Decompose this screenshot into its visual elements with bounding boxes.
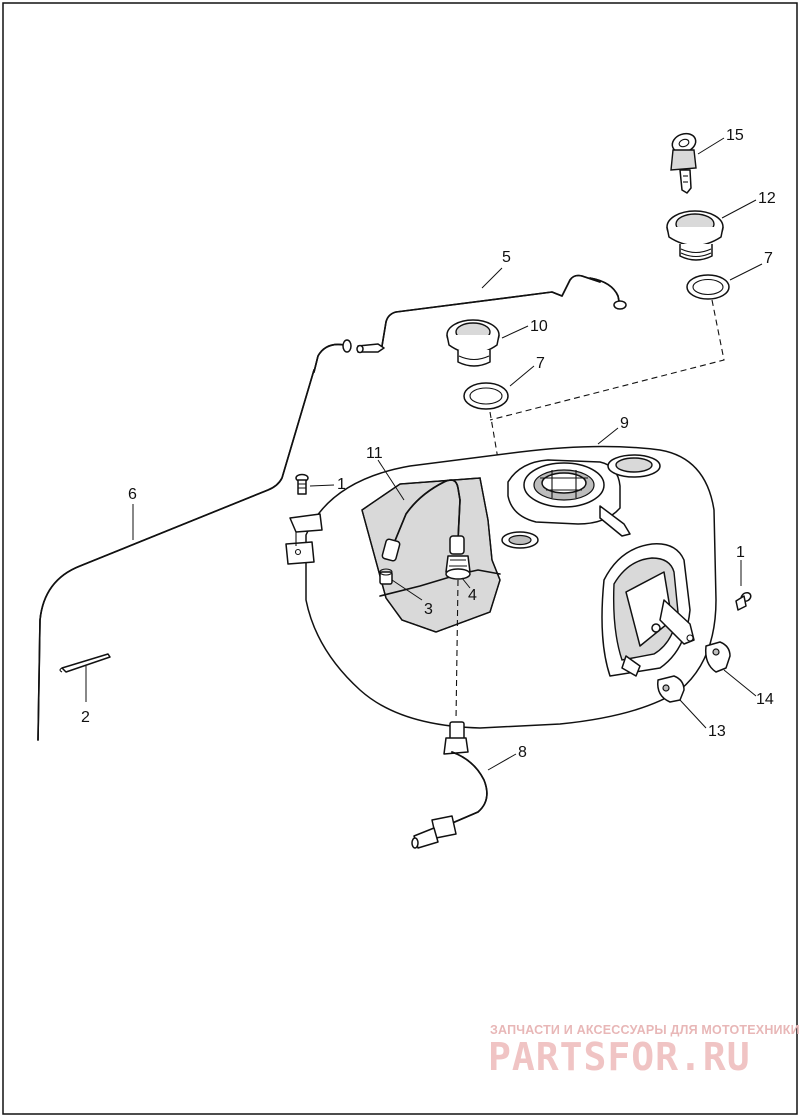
part-fuel-line: [411, 721, 488, 849]
callout-1-left: 1: [337, 476, 346, 493]
callout-4: 4: [468, 587, 477, 604]
part-key: [670, 132, 697, 194]
watermark: ЗАПЧАСТИ И АКСЕССУАРЫ ДЛЯ МОТОТЕХНИКИ PA…: [488, 1023, 800, 1079]
callout-14: 14: [756, 691, 774, 708]
part-cable-strap: [59, 653, 111, 673]
part-clip-14: [704, 641, 731, 673]
part-clip-13: [657, 675, 685, 703]
alignment-line-fuel-line: [455, 579, 459, 721]
part-crossover-line: [381, 479, 465, 562]
part-screw-left: [295, 473, 309, 495]
callout-15: 15: [726, 127, 744, 144]
callout-7-upper: 7: [764, 250, 773, 267]
callout-12: 12: [758, 190, 776, 207]
callout-1-right: 1: [736, 544, 745, 561]
callout-labels: 15 12 7 5 10 7 9 11 1 6 1 3 4 14 2 13 8: [81, 127, 776, 761]
part-locking-fuel-cap: [666, 210, 724, 261]
callout-5: 5: [502, 249, 511, 266]
part-fitting: [379, 568, 393, 585]
callout-6: 6: [128, 486, 137, 503]
part-vent-tube: [356, 274, 627, 354]
watermark-caption: ЗАПЧАСТИ И АКСЕССУАРЫ ДЛЯ МОТОТЕХНИКИ: [490, 1023, 800, 1037]
part-fuel-tank: [285, 445, 717, 729]
callout-10: 10: [530, 318, 548, 335]
callout-9: 9: [620, 415, 629, 432]
part-gasket-lower: [463, 382, 509, 410]
part-petcock-fitting: [445, 555, 471, 580]
part-vented-fuel-cap: [446, 319, 500, 367]
part-gasket-upper: [686, 274, 730, 300]
callout-7-lower: 7: [536, 355, 545, 372]
callout-8: 8: [518, 744, 527, 761]
watermark-brand: PARTSFOR.RU: [488, 1035, 751, 1079]
part-vent-hose: [37, 339, 352, 741]
callout-2: 2: [81, 709, 90, 726]
callout-11: 11: [366, 445, 383, 462]
callout-3: 3: [424, 601, 433, 618]
part-screw-right: [735, 591, 752, 611]
callout-13: 13: [708, 723, 726, 740]
alignment-line-cap: [489, 299, 725, 421]
leader-lines: [85, 137, 763, 771]
